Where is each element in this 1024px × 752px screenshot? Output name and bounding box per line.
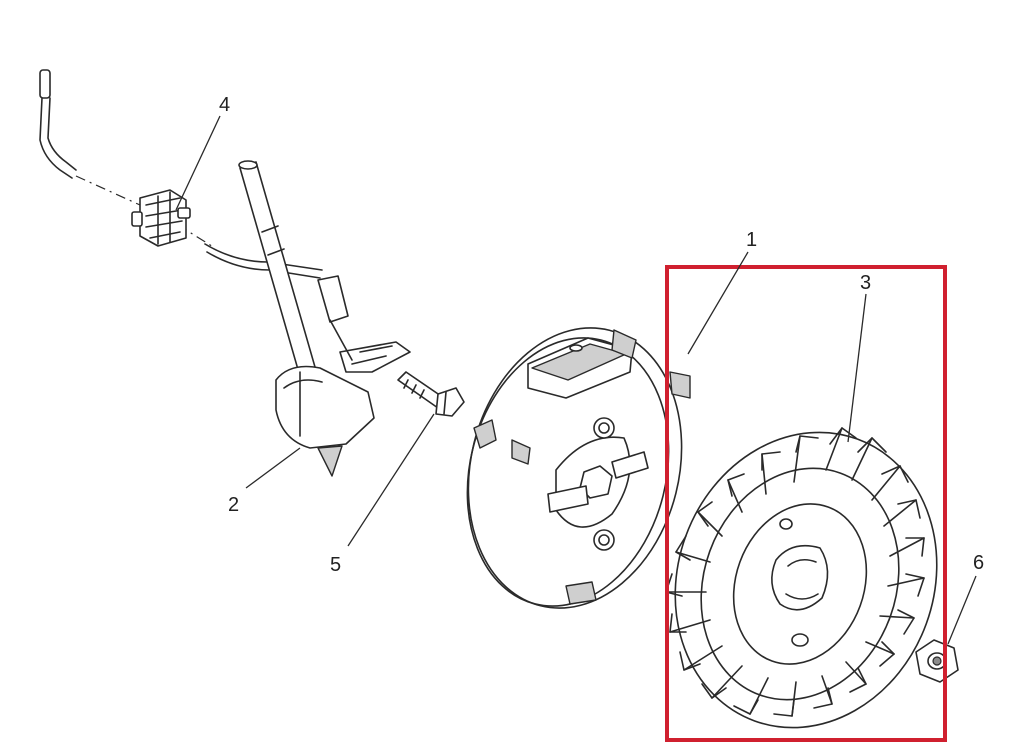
leader-line-1: [687, 251, 749, 355]
callout-3: 3: [860, 272, 871, 294]
callout-5: 5: [330, 554, 341, 576]
callout-2: 2: [228, 494, 239, 516]
leader-line-3: [847, 293, 867, 443]
flywheel-housing-part: [466, 327, 691, 609]
leader-line-6: [947, 575, 977, 645]
ignition-coil-part: [238, 160, 411, 477]
terminal-clip-part: [131, 189, 191, 247]
callout-6: 6: [973, 552, 984, 574]
leader-line-4: [175, 115, 221, 211]
highlight-box: [665, 265, 947, 742]
leader-line-2: [245, 447, 301, 489]
fan-flywheel-part: [665, 427, 938, 729]
bolt-part: [397, 371, 465, 417]
callout-4: 4: [219, 94, 230, 116]
nut-part: [915, 639, 959, 683]
leader-line-5: [347, 413, 435, 547]
callout-1: 1: [746, 229, 757, 251]
